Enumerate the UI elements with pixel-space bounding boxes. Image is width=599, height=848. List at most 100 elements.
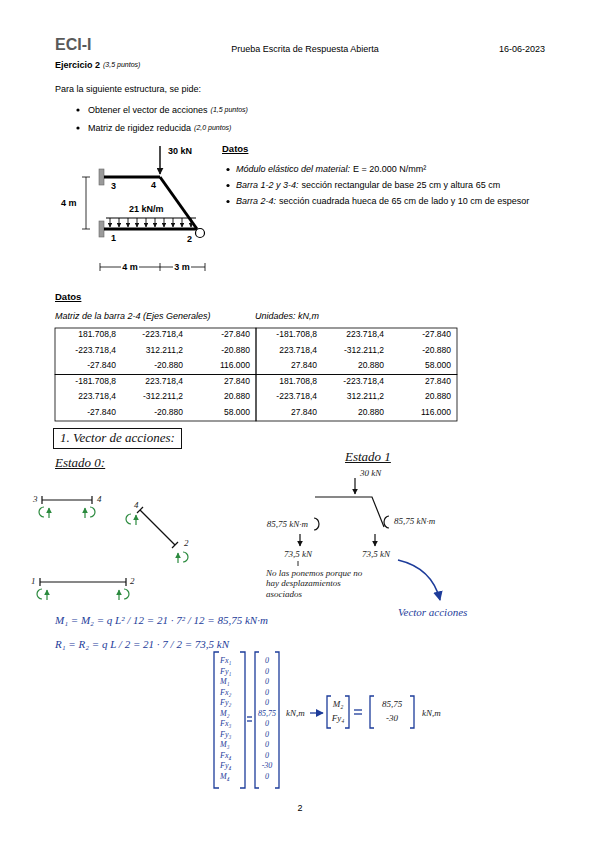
points-note: (3,5 puntos) bbox=[103, 61, 140, 69]
table-cell: 27.840 bbox=[224, 377, 250, 387]
vector-entry: 0 bbox=[265, 751, 269, 760]
course-title: ECI-I bbox=[55, 36, 91, 54]
handwritten-formula: Vector acciones bbox=[398, 606, 467, 619]
text: sección cuadrada hueca de 65 cm de lado … bbox=[279, 196, 529, 206]
handwritten-note: 85,75 kN·m bbox=[267, 519, 308, 529]
structure-figure bbox=[82, 146, 205, 271]
table-cell: -20.880 bbox=[154, 361, 183, 371]
table-cell: 223.718,4 bbox=[346, 330, 384, 340]
table-cell: 312.211,2 bbox=[347, 392, 384, 402]
figure-label: 3 bbox=[110, 181, 117, 191]
figure-label: 4 m bbox=[121, 262, 139, 272]
vector-entry: M₁ bbox=[220, 677, 229, 686]
action-vector-brackets bbox=[214, 652, 414, 788]
text: Prueba Escrita de Respuesta Abierta bbox=[231, 44, 379, 54]
handwritten-note: 2 bbox=[184, 538, 189, 548]
vector-entry: M₃ bbox=[220, 740, 229, 749]
table-cell: 223.718,4 bbox=[279, 346, 317, 356]
table-cell: 312.211,2 bbox=[146, 346, 183, 356]
vector-entry: Fx₄ bbox=[220, 751, 231, 760]
figure-label: 30 kN bbox=[167, 146, 193, 156]
figure-label: 4 bbox=[150, 180, 157, 190]
vector-entry: Fx₃ bbox=[220, 719, 231, 728]
vector-entry: Fy₃ bbox=[220, 730, 231, 739]
table-cell: 20.880 bbox=[224, 392, 250, 402]
handwritten-note: 30 kN bbox=[360, 468, 381, 478]
handwritten-note: 4 bbox=[134, 500, 139, 510]
handwritten-note: M₂ bbox=[333, 699, 344, 709]
handwritten-note: -30 bbox=[386, 713, 398, 723]
table-cell: 223.718,4 bbox=[78, 392, 116, 402]
figure-label: 4 m bbox=[60, 198, 78, 208]
section-heading: Datos bbox=[222, 144, 248, 155]
table-cell: 181.708,8 bbox=[78, 330, 116, 340]
stiffness-table-grid bbox=[55, 328, 457, 421]
italic-text: Matriz de la barra 2-4 (Ejes Generales) bbox=[55, 311, 211, 321]
points-note: (2,0 puntos) bbox=[194, 124, 231, 132]
vector-entry: Fy₄ bbox=[220, 761, 231, 770]
vector-entry: M₂ bbox=[220, 709, 229, 718]
table-cell: -20.880 bbox=[154, 408, 183, 418]
vector-entry: M₄ bbox=[220, 772, 229, 781]
handwritten-note: 85,75 kN·m bbox=[394, 516, 435, 526]
vector-entry: 0 bbox=[265, 730, 269, 739]
table-cell: 223.718,4 bbox=[145, 377, 183, 387]
vector-entry: 0 bbox=[265, 698, 269, 707]
italic-text: Módulo elástico del material: bbox=[236, 164, 350, 174]
estado-0-sketch bbox=[37, 496, 188, 600]
italic-text: Barra 1-2 y 3-4: bbox=[236, 180, 299, 190]
table-cell: 58.000 bbox=[224, 408, 250, 418]
vector-entry: -30 bbox=[262, 761, 273, 770]
boxed-heading: 1. Vector de acciones: bbox=[53, 428, 182, 449]
text: Matriz de rigidez reducida bbox=[88, 123, 191, 133]
table-cell: -27.840 bbox=[87, 408, 116, 418]
handwritten-heading: Estado 1 bbox=[345, 450, 391, 465]
handwritten-formula: M₁ = M₂ = q L² / 12 = 21 · 7² / 12 = 85,… bbox=[55, 614, 268, 627]
vector-entry: 0 bbox=[265, 688, 269, 697]
text: E = 20.000 N/mm² bbox=[353, 164, 426, 174]
handwritten-note: 1 bbox=[31, 576, 36, 586]
vector-entry: Fy₂ bbox=[220, 698, 231, 707]
figure-label: 1 bbox=[110, 233, 117, 243]
points-note: (1,5 puntos) bbox=[211, 106, 248, 114]
table-cell: -223.718,4 bbox=[276, 392, 317, 402]
table-cell: -20.880 bbox=[422, 346, 451, 356]
text: Para la siguiente estructura, se pide: bbox=[55, 84, 201, 94]
handwritten-note: 73,5 kN bbox=[362, 549, 390, 559]
handwritten-note: 73,5 kN bbox=[284, 549, 312, 559]
section-title: 1. Vector de acciones: bbox=[60, 431, 175, 446]
figure-label: 3 m bbox=[173, 262, 191, 272]
handwritten-note: Fy₄ bbox=[332, 713, 345, 723]
handwritten-note: 2 bbox=[130, 576, 135, 586]
table-cell: 20.880 bbox=[358, 361, 384, 371]
vector-entry: 85,75 bbox=[258, 709, 276, 718]
vector-entry: 0 bbox=[265, 656, 269, 665]
text: Obtener el vector de acciones bbox=[88, 105, 208, 115]
table-cell: -181.708,8 bbox=[75, 377, 116, 387]
handwritten-note: kN,m bbox=[286, 708, 305, 718]
handwritten-note: 85,75 bbox=[382, 699, 402, 709]
vector-entry: 0 bbox=[265, 740, 269, 749]
vector-entry: 0 bbox=[265, 667, 269, 676]
table-cell: 116.000 bbox=[220, 361, 250, 371]
table-cell: 20.880 bbox=[358, 408, 384, 418]
vector-entry: 0 bbox=[265, 719, 269, 728]
bullets bbox=[76, 108, 229, 203]
table-cell: 116.000 bbox=[421, 408, 451, 418]
table-cell: 27.840 bbox=[291, 361, 317, 371]
table-cell: -20.880 bbox=[221, 346, 250, 356]
table-cell: -223.718,4 bbox=[75, 346, 116, 356]
table-cell: -27.840 bbox=[87, 361, 116, 371]
table-cell: -181.708,8 bbox=[276, 330, 317, 340]
handwritten-note: kN,m bbox=[422, 708, 441, 718]
handwritten-formula: R₁ = R₂ = q L / 2 = 21 · 7 / 2 = 73,5 kN bbox=[55, 638, 229, 651]
italic-text: Unidades: kN,m bbox=[255, 311, 319, 321]
text: sección rectangular de base 25 cm y altu… bbox=[302, 180, 501, 190]
table-cell: 27.840 bbox=[425, 377, 451, 387]
table-cell: 181.708,8 bbox=[279, 377, 317, 387]
vector-entry: 0 bbox=[265, 772, 269, 781]
handwritten-note: 3 bbox=[33, 494, 38, 504]
vector-entry: Fy₁ bbox=[220, 667, 231, 676]
text: 16-06-2023 bbox=[499, 44, 545, 54]
